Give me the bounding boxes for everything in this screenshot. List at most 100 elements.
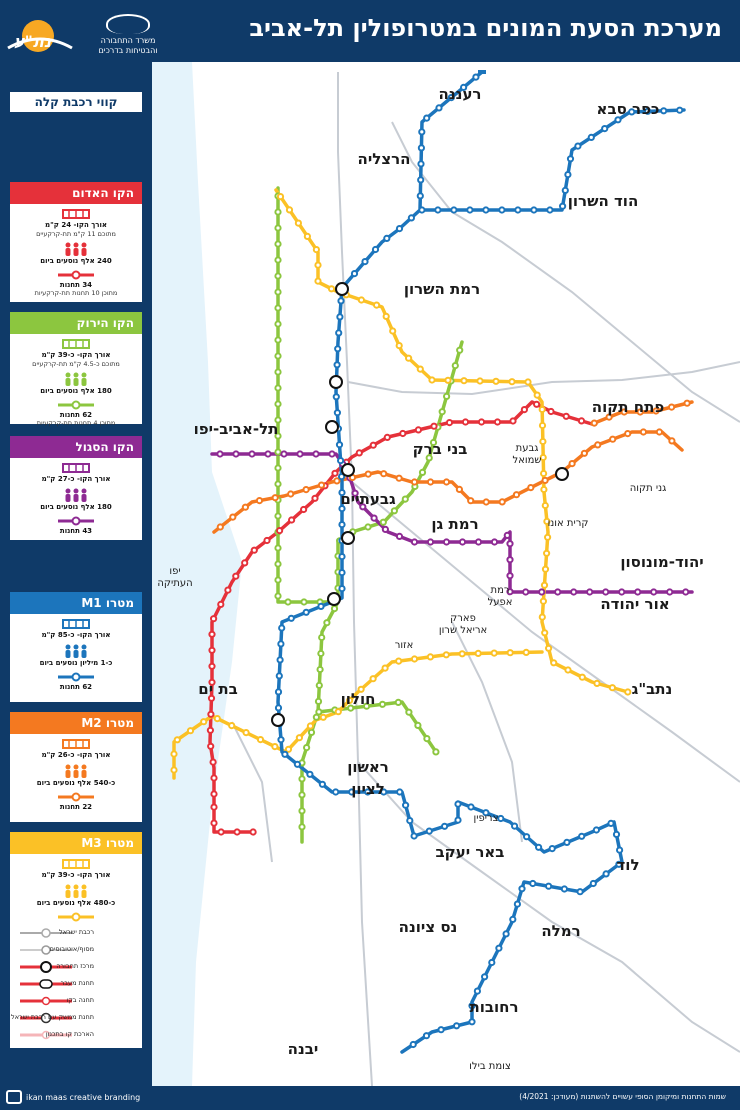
hub-legend-icon — [20, 961, 72, 973]
line-length-text: אורך הקו- כ-27 ק"מ — [41, 475, 111, 483]
line-stations: 22 תחנות — [10, 792, 142, 812]
legend-label: תחנת ממשק עם רכבת ישראל — [11, 1013, 94, 1021]
station-dot — [208, 630, 216, 638]
station-dot — [250, 546, 258, 554]
station-dot — [346, 696, 354, 705]
station-dot — [395, 342, 403, 350]
station-dot — [498, 498, 506, 506]
station-dot — [539, 453, 547, 462]
station-dot — [511, 822, 519, 830]
station-dot — [541, 501, 549, 510]
station-dot — [539, 437, 547, 446]
place-label: אריאל שרון — [438, 625, 488, 636]
city-label: יבנה — [287, 1040, 319, 1058]
station-dot — [379, 518, 387, 526]
station-dot — [418, 128, 426, 136]
station-dot — [241, 503, 250, 511]
line-card-title: מטרו M2 — [10, 712, 142, 734]
station-dot — [618, 588, 626, 596]
station-dot — [170, 750, 178, 758]
station-dot — [274, 272, 282, 280]
station-dot — [578, 832, 586, 840]
station-dot — [574, 142, 582, 150]
station-dot — [318, 633, 326, 642]
station-dot — [506, 556, 514, 564]
station-dot — [242, 729, 250, 737]
station-dot — [331, 469, 339, 477]
ministry-emblem-icon — [106, 14, 150, 34]
station-dot — [233, 828, 241, 836]
station-dot — [278, 624, 286, 632]
station-dot — [274, 688, 283, 696]
station-dot — [458, 650, 466, 658]
station-dot — [417, 176, 425, 184]
station-dot — [274, 704, 283, 712]
city-label: רמת גן — [431, 515, 479, 533]
station-dot — [503, 531, 511, 539]
station-dot — [609, 435, 617, 443]
station-dot — [364, 788, 372, 796]
station-dot — [481, 973, 489, 981]
line-riders-text: 180 אלף נוסעים ביום — [40, 502, 112, 511]
station-dot — [389, 327, 397, 335]
station-dot — [395, 474, 403, 482]
station-dot — [373, 301, 381, 309]
station-dot — [497, 814, 505, 823]
station-dot — [560, 885, 568, 893]
station-dot — [274, 320, 282, 328]
station-dot — [547, 407, 555, 416]
footer: ikan maas creative branding שמות התחנות … — [0, 1086, 740, 1110]
station-dot — [274, 416, 282, 424]
station-dot — [493, 418, 502, 426]
station-dot — [209, 758, 217, 766]
ntaa-logo-text: נת"ע — [14, 32, 52, 51]
station-dot — [540, 469, 548, 478]
station-dot — [210, 774, 218, 782]
station-dot — [312, 450, 320, 458]
station-dot — [451, 362, 459, 370]
station-dot — [590, 419, 598, 427]
station-dot — [676, 106, 684, 114]
station-dot — [338, 585, 346, 593]
station-dot — [369, 675, 377, 683]
line-riders: 180 אלף נוסעים ביום — [10, 372, 142, 396]
station-dot — [541, 476, 549, 484]
station-dot — [207, 710, 215, 718]
station-dot — [435, 104, 443, 112]
station-dot — [274, 288, 282, 296]
legend-label: מרכז תחבורה — [56, 962, 94, 970]
legend-item-hub: מרכז תחבורה — [10, 958, 142, 975]
station-dot — [303, 232, 311, 240]
station-dot — [210, 819, 218, 827]
station-dot — [540, 485, 548, 494]
station-dot — [407, 214, 415, 222]
station-dot — [271, 494, 279, 502]
sea — [152, 62, 242, 1086]
station-dot — [186, 727, 195, 735]
station-dot — [306, 770, 314, 778]
station-dot — [506, 588, 514, 596]
station-dot — [506, 649, 514, 657]
station-dot — [274, 208, 282, 216]
line-length: אורך הקו- כ-39 ק"מ — [10, 858, 142, 880]
line-stations-sub: מתוכן 4 תחנות תת-קרקעיות — [36, 419, 116, 428]
station-dot — [566, 155, 575, 163]
station-dot — [206, 726, 215, 734]
station-dot — [683, 399, 691, 407]
station-dot — [518, 885, 526, 893]
station-dot — [347, 704, 355, 712]
place-label: אזור — [394, 640, 414, 651]
station-dot — [383, 234, 391, 242]
station-dot — [628, 108, 636, 116]
station-dot — [428, 376, 436, 384]
city-label: בני ברק — [412, 440, 468, 458]
station-dot — [432, 748, 440, 756]
station-dot — [381, 525, 389, 533]
place-label: צריפין — [473, 813, 499, 824]
station-dot — [390, 507, 398, 515]
station-dot — [378, 700, 387, 708]
line-stations: 43 תחנות — [10, 516, 142, 536]
